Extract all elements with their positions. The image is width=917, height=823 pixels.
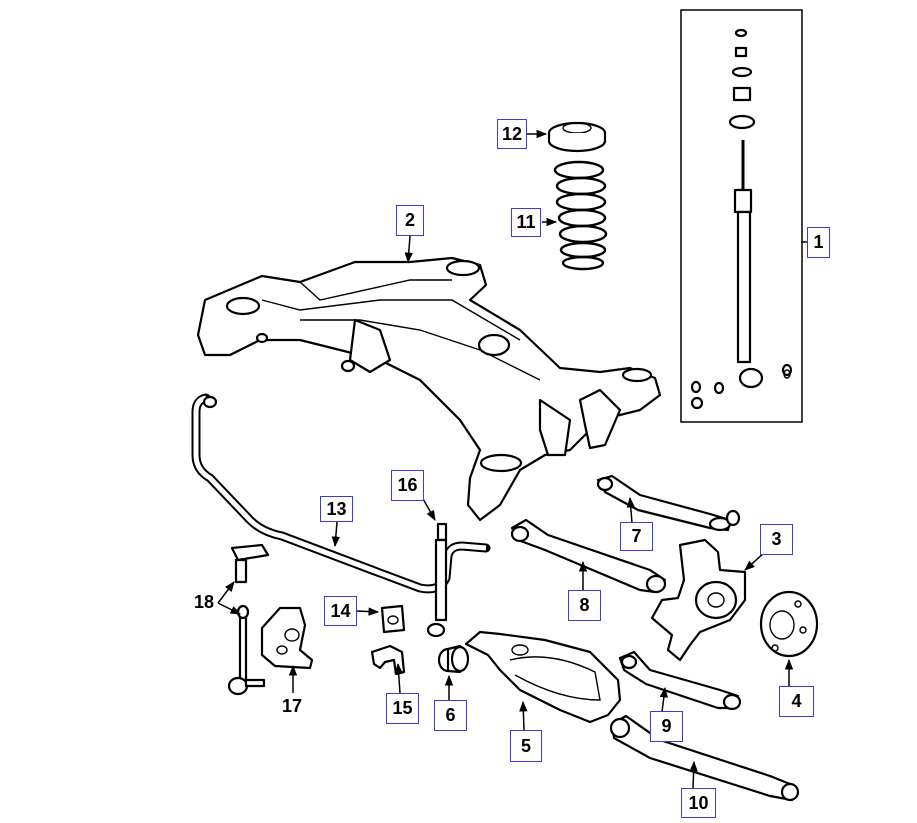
callout-14[interactable]: 14 (324, 596, 357, 626)
mount-bracket (260, 606, 314, 670)
callout-8[interactable]: 8 (568, 590, 601, 621)
callout-4[interactable]: 4 (779, 686, 814, 717)
callout-3[interactable]: 3 (760, 524, 793, 555)
callout-5[interactable]: 5 (510, 730, 542, 762)
subframe (196, 256, 662, 522)
upper-control-arm (596, 474, 741, 532)
wheel-hub (759, 590, 819, 658)
callout-18[interactable]: 18 (194, 592, 215, 612)
callout-1[interactable]: 1 (807, 227, 830, 258)
callout-17[interactable]: 17 (282, 696, 303, 716)
lower-control-arm (464, 630, 622, 724)
coil-spring (553, 160, 608, 271)
shock-absorber-kit (680, 9, 803, 423)
lower-link (609, 714, 800, 802)
callout-9[interactable]: 9 (650, 711, 683, 742)
callout-2[interactable]: 2 (396, 205, 424, 236)
bushing-clamp (370, 644, 406, 676)
stabilizer-link (426, 522, 448, 638)
leader-lines (217, 129, 808, 789)
callout-15[interactable]: 15 (386, 693, 419, 724)
stabilizer-bar (191, 393, 491, 594)
spring-seat (547, 121, 607, 153)
toe-link (618, 650, 742, 711)
control-arm-bushing (437, 644, 470, 674)
callout-11[interactable]: 11 (511, 208, 541, 237)
callout-16[interactable]: 16 (391, 470, 424, 501)
callout-6[interactable]: 6 (434, 700, 467, 731)
knuckle (650, 538, 747, 662)
callout-13[interactable]: 13 (320, 496, 353, 522)
callout-12[interactable]: 12 (497, 119, 527, 149)
coupling-rod (227, 543, 270, 696)
stabilizer-bushing (380, 604, 406, 634)
callout-7[interactable]: 7 (620, 522, 653, 551)
trailing-arm (510, 518, 667, 594)
callout-10[interactable]: 10 (681, 788, 716, 818)
